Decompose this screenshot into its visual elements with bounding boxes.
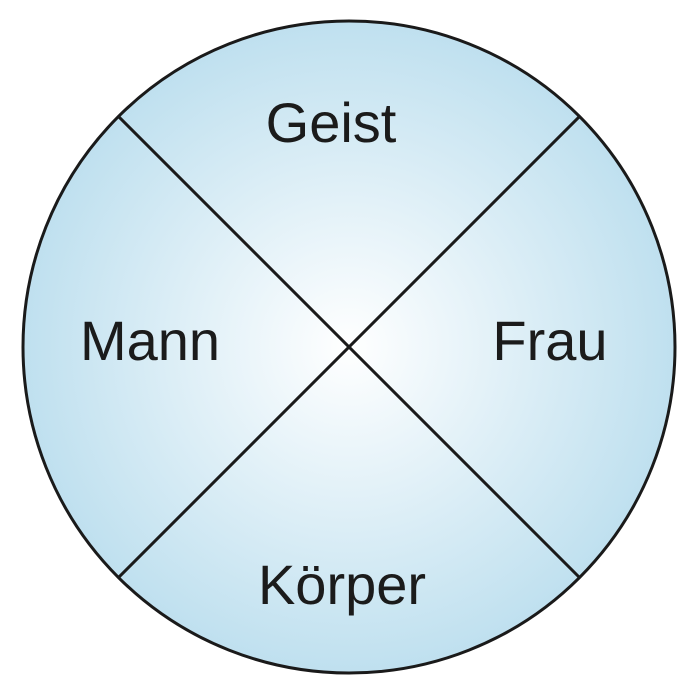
- label-top: Geist: [266, 91, 397, 154]
- label-bottom: Körper: [258, 553, 426, 616]
- label-left: Mann: [80, 309, 220, 372]
- diagonal-line-2: [91, 89, 607, 605]
- label-right: Frau: [492, 309, 607, 372]
